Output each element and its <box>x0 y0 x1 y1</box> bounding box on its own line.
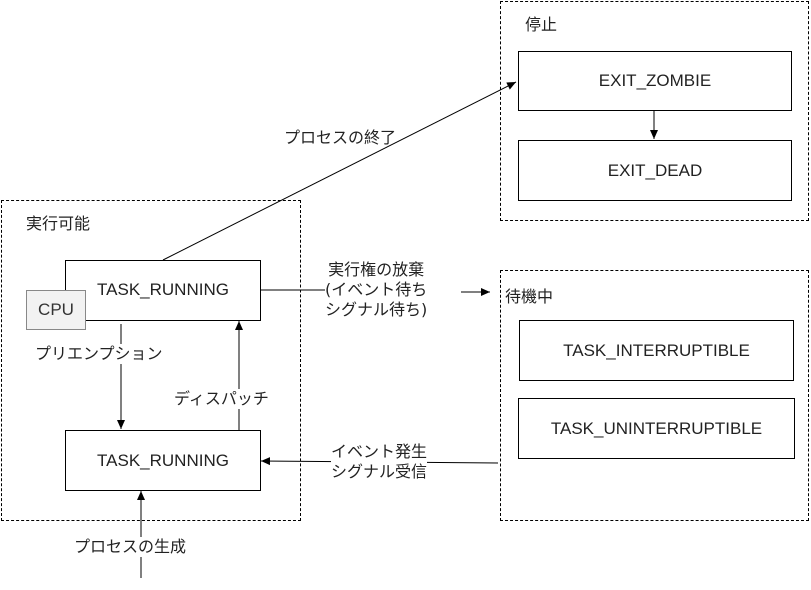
state-task-running-active[interactable]: TASK_RUNNING <box>65 260 261 321</box>
label-yield-line1: 実行権の放棄 <box>328 260 425 279</box>
group-stopped-label: 停止 <box>525 15 558 34</box>
state-task-running-ready[interactable]: TASK_RUNNING <box>65 430 261 491</box>
group-waiting-label: 待機中 <box>505 287 554 306</box>
label-process-exit: プロセスの終了 <box>284 128 397 147</box>
label-wakeup-line2: シグナル受信 <box>331 462 428 481</box>
state-task-interruptible[interactable]: TASK_INTERRUPTIBLE <box>519 320 794 381</box>
label-yield: 実行権の放棄 (イベント待ち シグナル待ち) <box>325 260 428 320</box>
label-dispatch: ディスパッチ <box>174 389 269 409</box>
state-task-uninterruptible[interactable]: TASK_UNINTERRUPTIBLE <box>518 398 795 459</box>
edge-process-exit <box>162 81 517 261</box>
label-yield-line2: (イベント待ち <box>325 280 428 299</box>
group-stopped: 停止 <box>500 1 809 221</box>
group-runnable: 実行可能 <box>1 200 301 521</box>
label-yield-line3: シグナル待ち) <box>325 300 428 319</box>
label-wakeup: イベント発生 シグナル受信 <box>331 442 428 482</box>
label-wakeup-line1: イベント発生 <box>331 442 428 461</box>
state-exit-dead[interactable]: EXIT_DEAD <box>518 140 792 201</box>
group-runnable-label: 実行可能 <box>26 214 91 233</box>
label-process-create: プロセスの生成 <box>74 537 187 557</box>
state-exit-zombie[interactable]: EXIT_ZOMBIE <box>518 51 792 111</box>
group-waiting: 待機中 <box>500 270 809 521</box>
label-preemption: プリエンプション <box>35 344 163 364</box>
cpu-badge: CPU <box>26 290 86 330</box>
